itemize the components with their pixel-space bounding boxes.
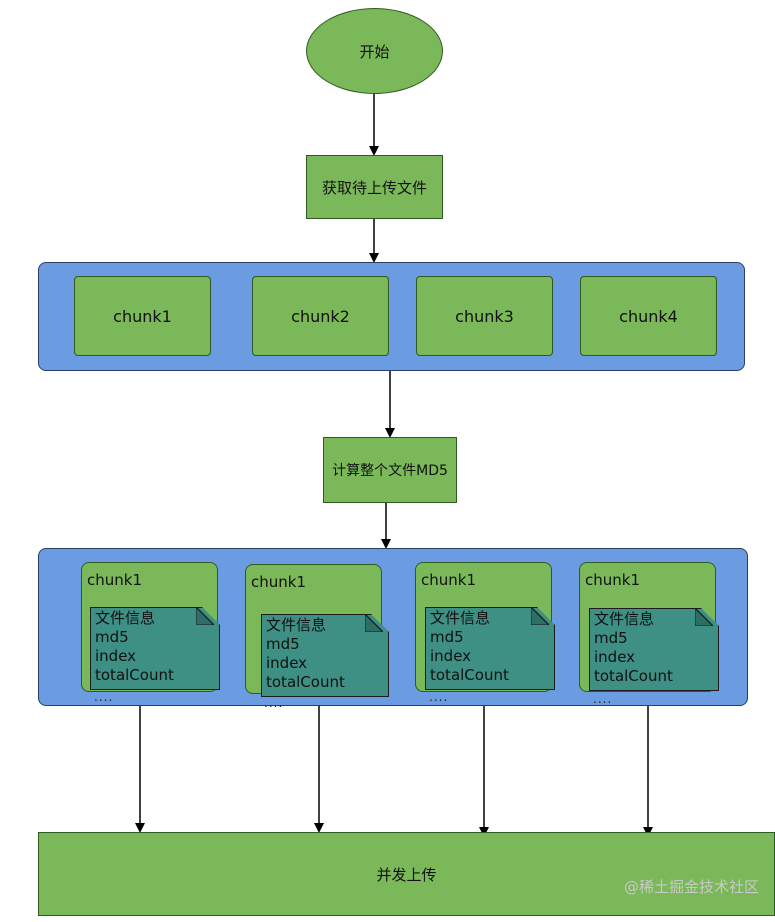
card-title: chunk1 (585, 571, 640, 589)
file-info-note-3: 文件信息 md5 index totalCount (425, 607, 555, 690)
more-dots: .... (429, 690, 449, 704)
note-line: md5 (594, 629, 628, 647)
card-title: chunk1 (87, 571, 142, 589)
more-dots: .... (264, 696, 284, 710)
concurrent-upload-label: 并发上传 (376, 865, 437, 884)
more-dots: .... (94, 690, 114, 704)
note-line: totalCount (95, 666, 174, 684)
chunk-label: chunk4 (619, 306, 678, 326)
chunk-box-1: chunk1 (74, 276, 211, 356)
start-node: 开始 (306, 8, 443, 94)
chunk-label: chunk3 (455, 306, 514, 326)
note-line: 文件信息 (266, 616, 327, 634)
chunk-box-4: chunk4 (580, 276, 717, 356)
card-title: chunk1 (421, 571, 476, 589)
note-line: index (430, 647, 472, 665)
compute-md5-label: 计算整个文件MD5 (332, 463, 448, 479)
concurrent-upload-node: 并发上传 (38, 832, 775, 916)
compute-md5-node: 计算整个文件MD5 (323, 437, 457, 503)
watermark: @稀土掘金技术社区 (623, 878, 759, 896)
chunk-box-2: chunk2 (252, 276, 389, 356)
note-line: totalCount (430, 666, 509, 684)
note-line: 文件信息 (95, 609, 156, 627)
note-line: md5 (266, 635, 300, 653)
get-file-label: 获取待上传文件 (321, 178, 427, 197)
file-info-note-4: 文件信息 md5 index totalCount (589, 608, 719, 691)
start-label: 开始 (359, 42, 390, 61)
note-line: 文件信息 (430, 609, 491, 627)
note-line: index (266, 654, 308, 672)
note-line: index (95, 647, 137, 665)
note-line: md5 (430, 628, 464, 646)
more-dots: .... (593, 692, 613, 706)
file-info-note-1: 文件信息 md5 index totalCount (90, 607, 220, 690)
chunk-box-3: chunk3 (416, 276, 553, 356)
get-file-node: 获取待上传文件 (306, 155, 443, 219)
chunk-label: chunk2 (291, 306, 350, 326)
note-line: totalCount (594, 667, 673, 685)
note-line: index (594, 648, 636, 666)
chunk-label: chunk1 (113, 306, 172, 326)
note-line: totalCount (266, 673, 345, 691)
card-title: chunk1 (251, 573, 306, 591)
file-info-note-2: 文件信息 md5 index totalCount (261, 614, 389, 697)
note-line: 文件信息 (594, 610, 655, 628)
note-line: md5 (95, 628, 129, 646)
